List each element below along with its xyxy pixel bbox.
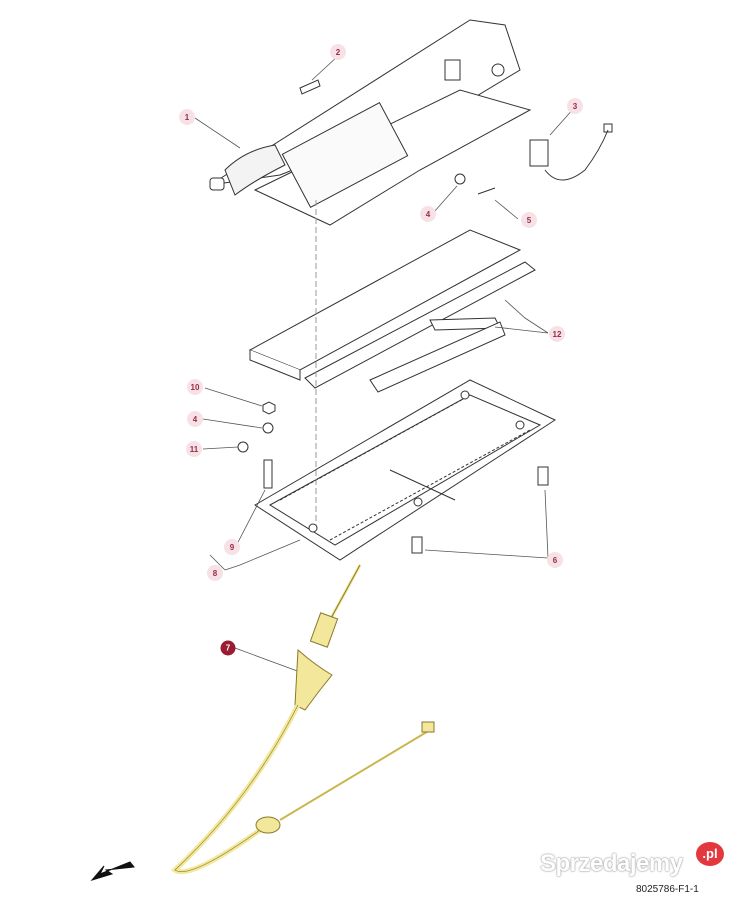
nut	[262, 401, 276, 415]
bolt	[411, 536, 423, 554]
switch	[529, 123, 613, 181]
callout-11[interactable]: 11	[186, 441, 202, 457]
callout-4b[interactable]: 4	[187, 411, 203, 427]
callout-9[interactable]: 9	[224, 539, 240, 555]
callout-10[interactable]: 10	[187, 379, 203, 395]
callout-3[interactable]: 3	[567, 98, 583, 114]
handbrake-lever	[209, 19, 521, 196]
bolt	[537, 466, 549, 486]
handbrake-cable	[170, 564, 435, 875]
callout-4[interactable]: 4	[420, 206, 436, 222]
watermark-badge: .pl	[696, 842, 724, 866]
stud	[263, 459, 273, 489]
callout-6[interactable]: 6	[547, 552, 563, 568]
direction-arrow	[90, 861, 135, 881]
callout-7[interactable]: 7	[220, 640, 236, 656]
callout-8[interactable]: 8	[207, 565, 223, 581]
watermark: Sprzedajemy	[540, 850, 683, 877]
callout-12[interactable]: 12	[549, 326, 565, 342]
pin	[299, 79, 321, 95]
callout-2[interactable]: 2	[330, 44, 346, 60]
washer	[454, 173, 466, 185]
mounting-frame	[254, 379, 557, 561]
callout-5[interactable]: 5	[521, 212, 537, 228]
callout-1[interactable]: 1	[179, 109, 195, 125]
flange-nut	[237, 441, 249, 453]
washer	[262, 422, 274, 434]
split-pin	[477, 187, 496, 195]
diagram-reference: 8025786-F1-1	[636, 884, 699, 895]
insulation-pads	[248, 229, 536, 393]
